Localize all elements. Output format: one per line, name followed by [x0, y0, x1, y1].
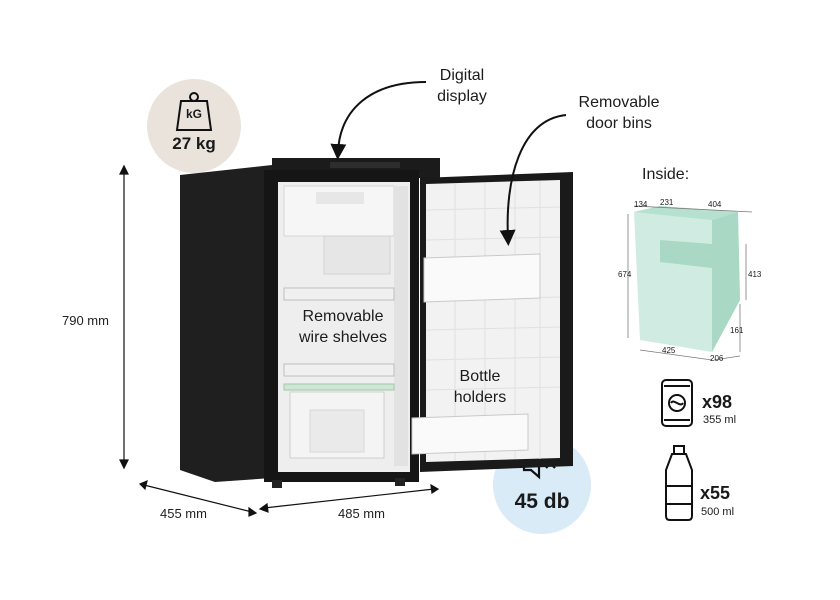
- inside-volume-diagram: [627, 205, 753, 361]
- bottles-count: x55: [700, 483, 731, 503]
- inside-dim-134: 134: [634, 200, 648, 209]
- callout-bins-line1: Removable: [578, 94, 660, 111]
- width-dimension: 485 mm: [338, 506, 385, 521]
- weight-icon-text: kG: [185, 107, 202, 121]
- callout-removable-door-bins: Removable door bins: [565, 92, 673, 134]
- inside-dim-404: 404: [708, 200, 722, 209]
- fridge: [180, 158, 573, 488]
- cans-count: x98: [702, 392, 733, 412]
- weight-value: 27 kg: [172, 134, 216, 153]
- weight-badge-bg: [147, 79, 241, 173]
- callout-bins-line2: door bins: [586, 115, 652, 132]
- dimension-lines: [119, 164, 440, 517]
- noise-value: 45 db: [514, 490, 570, 513]
- height-dimension: 790 mm: [62, 313, 109, 328]
- callout-digital-display: Digital display: [420, 65, 504, 107]
- callout-bottle-line1: Bottle: [459, 368, 501, 385]
- can-icon: [661, 379, 693, 427]
- callout-bottle-holders: Bottle holders: [438, 366, 522, 408]
- cans-size: 355 ml: [703, 414, 737, 426]
- bottles-size: 500 ml: [701, 506, 735, 518]
- callout-bottle-line2: holders: [453, 389, 507, 406]
- display-arrow: [330, 81, 427, 160]
- callout-shelves-line1: Removable: [302, 308, 384, 325]
- callout-display-line1: Digital: [439, 67, 485, 84]
- weight-icon: [175, 92, 213, 131]
- bottle-icon: [665, 445, 693, 521]
- inside-title: Inside:: [642, 166, 690, 183]
- callout-display-line2: display: [437, 88, 487, 105]
- callout-removable-wire-shelves: Removable wire shelves: [285, 306, 401, 348]
- inside-dim-161: 161: [730, 326, 744, 335]
- inside-dim-413: 413: [748, 270, 762, 279]
- inside-dim-674: 674: [618, 270, 632, 279]
- bins-arrow: [499, 114, 567, 246]
- inside-dim-231: 231: [660, 198, 674, 207]
- inside-dim-206: 206: [710, 354, 724, 363]
- callout-shelves-line2: wire shelves: [298, 329, 388, 346]
- depth-dimension: 455 mm: [160, 506, 207, 521]
- inside-dim-425: 425: [662, 346, 676, 355]
